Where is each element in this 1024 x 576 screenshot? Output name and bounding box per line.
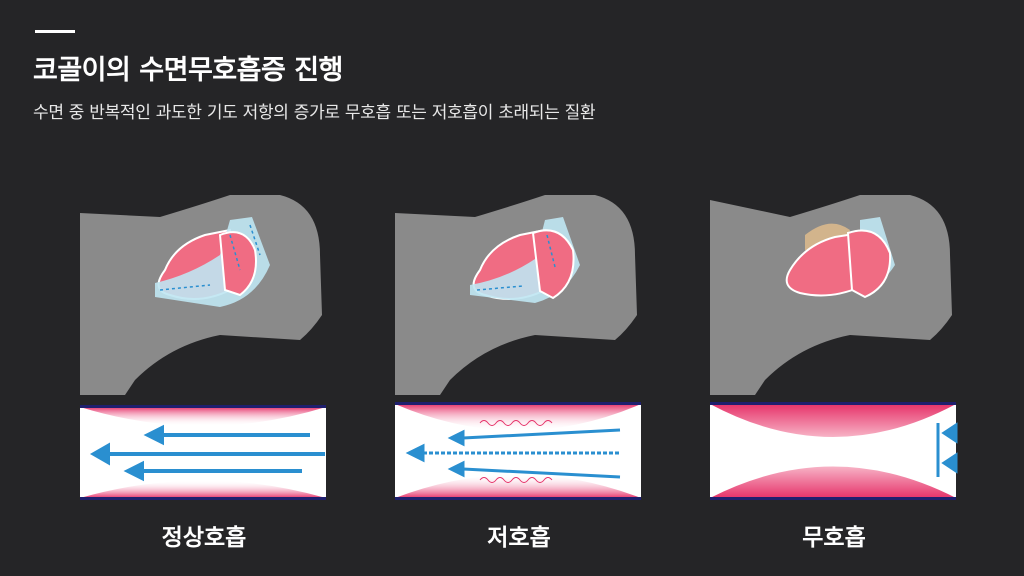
stage-panel-apnea — [710, 195, 958, 505]
stage-label-normal: 정상호흡 — [161, 525, 247, 551]
title-accent-bar — [35, 30, 75, 33]
airflow-arrows — [476, 234, 556, 291]
apnea-diagram — [710, 195, 958, 500]
airflow-arrows — [159, 224, 261, 291]
stage-label-hypopnea: 저호흡 — [487, 525, 551, 551]
page-title: 코골이의 수면무호흡증 진행 — [33, 55, 343, 86]
hypopnea-diagram — [395, 195, 641, 500]
throat-tissue — [846, 229, 892, 299]
throat-tissue — [218, 231, 257, 297]
airway-cross-section — [710, 402, 958, 500]
vibration-wave-bottom — [479, 477, 553, 483]
throat-tissue — [531, 229, 575, 300]
airway-cross-section — [395, 402, 641, 500]
vibration-wave-top — [479, 420, 553, 426]
nasal-tissue — [785, 231, 861, 297]
stage-label-apnea: 무호흡 — [802, 525, 866, 551]
airflow-arrows-normal — [89, 424, 325, 482]
page-subtitle: 수면 중 반복적인 과도한 기도 저항의 증가로 무호흡 또는 저호흡이 초래되… — [33, 103, 596, 123]
airflow-arrows-hypopnea — [405, 428, 621, 479]
stage-panel-hypopnea — [395, 195, 643, 505]
airway-cross-section — [80, 405, 326, 500]
normal-breathing-diagram — [80, 195, 326, 500]
blocked-airflow-arrows — [936, 422, 958, 477]
stage-panel-normal — [80, 195, 328, 505]
